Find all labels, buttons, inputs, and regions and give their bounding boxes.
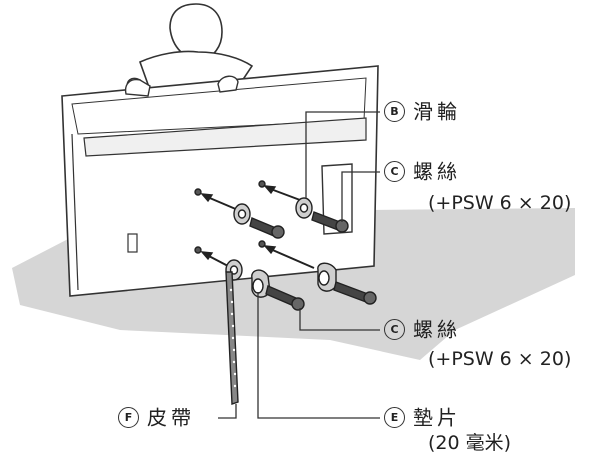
label-f-badge: F — [118, 407, 139, 428]
label-e-text: 墊片 — [413, 406, 461, 430]
label-c2-badge: C — [384, 319, 405, 340]
label-b-text: 滑輪 — [413, 100, 461, 124]
callout-f-strap: F 皮帶 — [118, 406, 195, 428]
label-b-badge: B — [384, 101, 405, 122]
label-c1-spec: (+PSW 6 × 20) — [428, 194, 571, 213]
callout-c-screw-upper: C 螺絲 — [384, 160, 461, 182]
label-e-badge: E — [384, 407, 405, 428]
label-e-spec: (20 毫米) — [428, 434, 511, 453]
callout-b-pulley: B 滑輪 — [384, 100, 461, 122]
label-c1-text: 螺絲 — [413, 160, 461, 184]
callout-e-spacer: E 墊片 — [384, 406, 461, 428]
label-c2-text: 螺絲 — [413, 318, 461, 342]
label-c2-spec: (+PSW 6 × 20) — [428, 350, 571, 369]
label-c1-badge: C — [384, 161, 405, 182]
label-f-text: 皮帶 — [147, 406, 195, 430]
callout-c-screw-lower: C 螺絲 — [384, 318, 461, 340]
